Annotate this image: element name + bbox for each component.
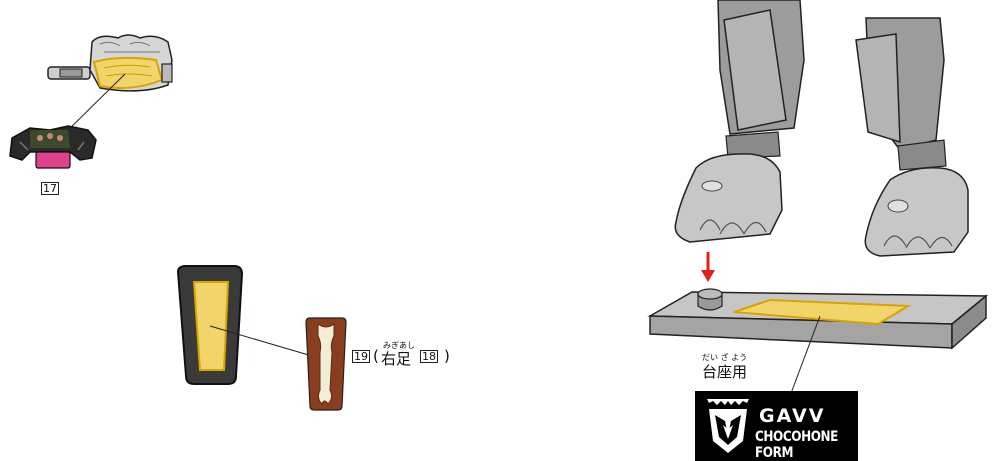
- close-paren: ): [444, 347, 450, 365]
- part-number-17: 17: [41, 182, 59, 195]
- part-number-18: 18: [420, 350, 438, 363]
- open-paren: (: [373, 347, 379, 365]
- nameplate-line1: GAVV: [759, 405, 825, 427]
- gavv-nameplate-sticker: GAVV CHOCOHONE FORM: [695, 391, 858, 461]
- sticker-17-illustration: [10, 126, 96, 168]
- display-base-illustration: [650, 289, 986, 348]
- right-foot: [865, 168, 968, 256]
- base-label: 台座用: [702, 361, 747, 382]
- buckle-device-illustration: [48, 35, 172, 91]
- left-foot: [675, 154, 782, 242]
- gavv-emblem-icon: [703, 395, 753, 457]
- part-number-19: 19: [352, 350, 370, 363]
- robot-legs-illustration: [675, 0, 968, 256]
- insert-arrow: [701, 252, 715, 282]
- sticker-17-area: [94, 58, 162, 88]
- sticker-19-illustration: [306, 318, 346, 410]
- leg-plate-illustration: [178, 266, 242, 384]
- nameplate-line2: CHOCOHONE FORM: [755, 429, 844, 461]
- right-foot-kanji: 右足: [381, 348, 411, 369]
